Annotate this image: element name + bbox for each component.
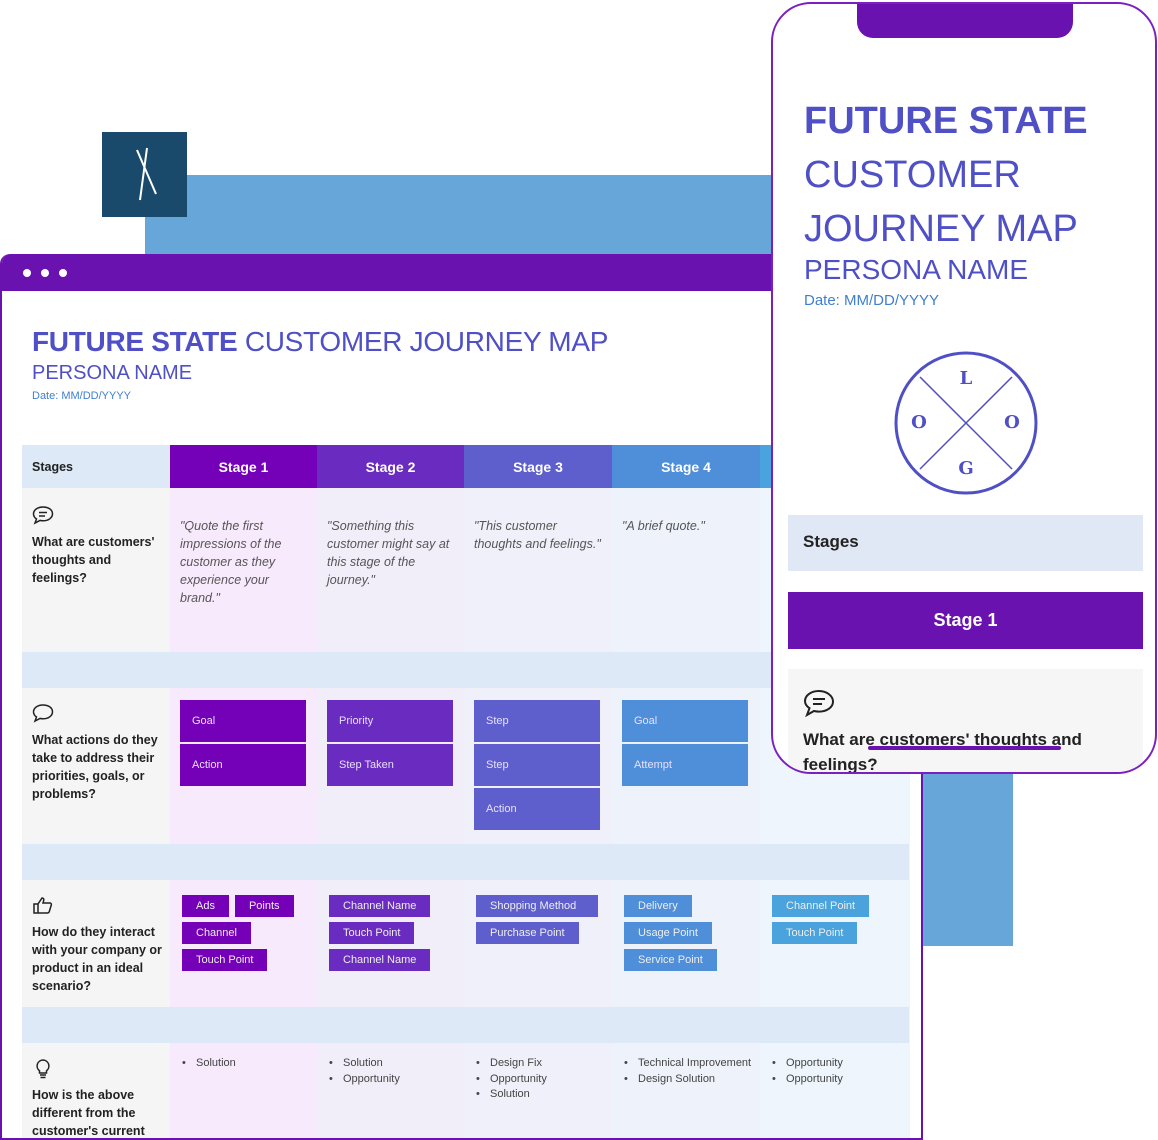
window-dot-icon[interactable] [41,269,49,277]
touchpoint-chip[interactable]: Usage Point [624,922,712,944]
logo-letter: L [960,368,973,389]
phone-stage-button[interactable]: Stage 1 [788,592,1143,649]
phone-date: Date: MM/DD/YYYY [804,292,940,309]
stage-header[interactable]: Stage 1 [170,445,317,488]
list-item: Opportunity [772,1056,902,1072]
quote: "Something this customer might say at th… [327,519,450,587]
title-rest: CUSTOMER JOURNEY MAP [804,154,1078,250]
logo-letter: O [911,412,927,433]
speech-bubble-lines-icon [32,505,54,532]
list-item: Design Solution [624,1072,754,1088]
row-label: How do they interact with your company o… [32,925,162,993]
brand-logo [102,132,187,217]
action-box[interactable]: Step [474,700,600,742]
action-box[interactable]: Goal [622,700,748,742]
action-box[interactable]: Goal [180,700,306,742]
stage-header[interactable]: Stage 2 [317,445,464,488]
stages-header: Stages [22,445,170,488]
list-item: Solution [476,1087,606,1103]
difference-list: SolutionOpportunity [329,1056,459,1087]
list-item: Opportunity [476,1072,606,1088]
quote: "This customer thoughts and feelings." [474,519,601,551]
speech-bubble-icon [32,703,54,730]
phone-title: FUTURE STATE CUSTOMER JOURNEY MAP [804,94,1154,256]
logo-letter: O [1004,412,1020,433]
touchpoint-chip[interactable]: Shopping Method [476,895,598,917]
touchpoint-chip[interactable]: Purchase Point [476,922,579,944]
list-item: Solution [329,1056,459,1072]
persona-name: PERSONA NAME [32,362,193,384]
touchpoint-chip[interactable]: Service Point [624,949,717,971]
stage-header[interactable]: Stage 3 [464,445,612,488]
desktop-window: FUTURE STATE CUSTOMER JOURNEY MAP PERSON… [0,254,923,1140]
window-dot-icon[interactable] [23,269,31,277]
action-box[interactable]: Action [180,744,306,786]
row-divider [22,844,909,880]
phone-notch [857,4,1073,38]
action-box[interactable]: Priority [327,700,453,742]
row-label: How is the above different from the cust… [32,1088,145,1138]
date: Date: MM/DD/YYYY [32,390,132,402]
action-box[interactable]: Step [474,744,600,786]
touchpoint-chip[interactable]: Channel [182,922,251,944]
touchpoint-chip[interactable]: Ads [182,895,229,917]
thumbs-up-icon [32,895,54,922]
stage-header[interactable]: Stage 4 [612,445,760,488]
quote: "A brief quote." [622,519,705,533]
logo-letter: G [958,458,973,479]
touchpoint-chip[interactable]: Channel Name [329,949,431,971]
touchpoint-chip[interactable]: Touch Point [772,922,858,944]
list-item: Opportunity [329,1072,459,1088]
underline-highlight [868,746,1061,750]
touchpoint-chip[interactable]: Points [234,895,294,917]
speech-bubble-lines-icon [803,689,835,717]
list-item: Technical Improvement [624,1056,754,1072]
phone-mockup: FUTURE STATE CUSTOMER JOURNEY MAP PERSON… [771,2,1157,774]
phone-persona-name: PERSONA NAME [804,254,1029,285]
touchpoint-chip[interactable]: Channel Point [772,895,870,917]
action-box[interactable]: Attempt [622,744,748,786]
phone-stages-label: Stages [788,515,1143,571]
action-box[interactable]: Step Taken [327,744,453,786]
list-item: Solution [182,1056,312,1072]
title-rest: CUSTOMER JOURNEY MAP [237,326,609,357]
phone-question: What are customers' thoughts and feeling… [803,730,1082,774]
difference-list: Design FixOpportunitySolution [476,1056,606,1103]
title-bold: FUTURE STATE [32,326,238,357]
touchpoint-chip[interactable]: Channel Name [329,895,431,917]
phone-question-card: What are customers' thoughts and feeling… [788,669,1143,774]
touchpoint-chip[interactable]: Delivery [624,895,692,917]
title-bold: FUTURE STATE [804,100,1088,142]
row-divider [22,1007,909,1043]
row-label: What actions do they take to address the… [32,733,158,801]
touchpoint-chip[interactable]: Touch Point [329,922,415,944]
list-item: Design Fix [476,1056,606,1072]
touchpoint-chip[interactable]: Touch Point [182,949,268,971]
difference-list: Solution [182,1056,312,1072]
window-dot-icon[interactable] [59,269,67,277]
row-divider [22,652,909,688]
difference-list: OpportunityOpportunity [772,1056,902,1087]
quote: "Quote the first impressions of the cust… [180,519,282,605]
lightbulb-icon [32,1058,54,1085]
window-titlebar [2,254,921,291]
difference-list: Technical ImprovementDesign Solution [624,1056,754,1087]
list-item: Opportunity [772,1072,902,1088]
page-title: FUTURE STATE CUSTOMER JOURNEY MAP [32,326,608,358]
logo-placeholder-icon: L O O G [894,351,1038,495]
row-label: What are customers' thoughts and feeling… [32,535,155,585]
action-box[interactable]: Action [474,788,600,830]
